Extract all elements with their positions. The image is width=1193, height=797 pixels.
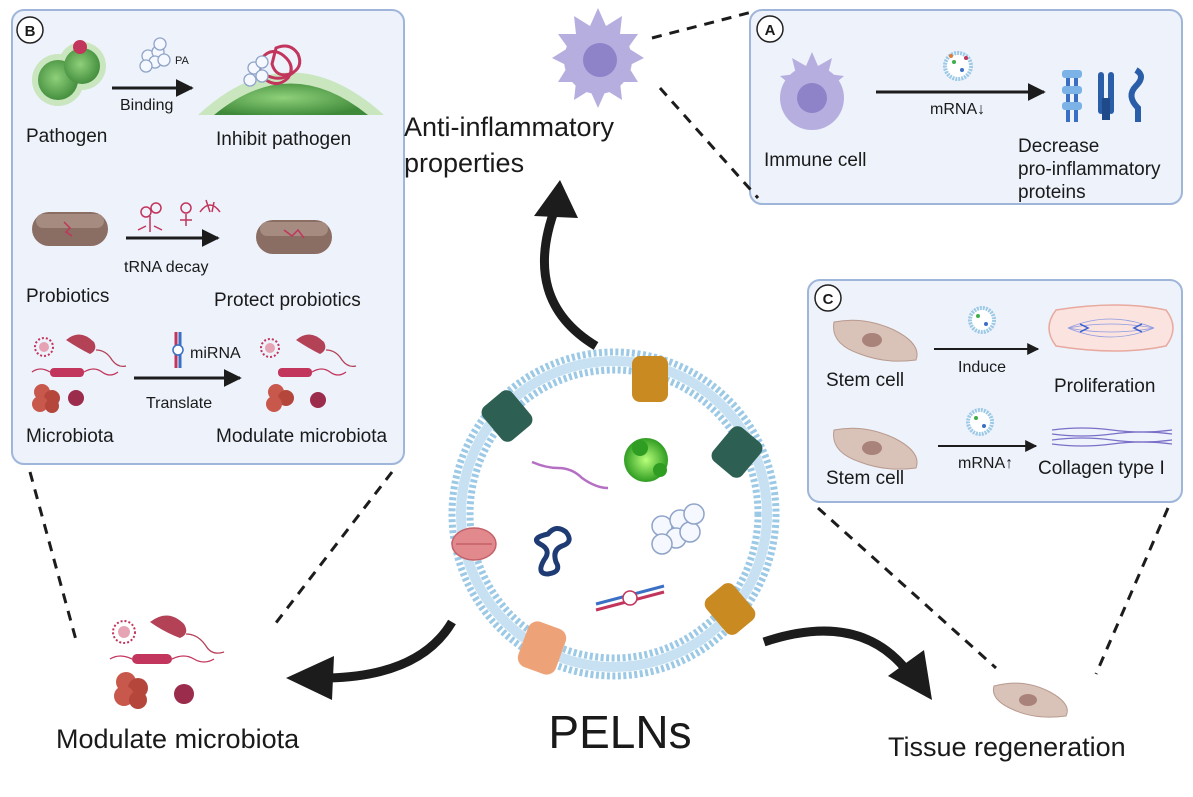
green-protein-icon	[624, 438, 668, 482]
dna-coil-icon	[534, 526, 572, 577]
panel-b: B Pathogen PA Binding	[11, 9, 405, 465]
collagen-icon	[1051, 427, 1173, 447]
membrane-protein-pink	[451, 527, 497, 561]
rna-strand-icon	[531, 460, 609, 490]
peln-vesicle-icon	[448, 348, 780, 680]
pelns-label: PELNs	[548, 706, 691, 758]
binding-label: Binding	[120, 97, 173, 114]
trna-decay-label: tRNA decay	[124, 259, 208, 276]
panel-a: A Immune cell mRNA↓ Decrease pro-inflamm…	[749, 9, 1183, 205]
collagen-label: Collagen type I	[1038, 458, 1165, 479]
pathogen-label: Pathogen	[26, 126, 107, 147]
immune-cell-large-icon	[552, 8, 644, 108]
panel-c-badge	[814, 284, 842, 312]
induce-label: Induce	[958, 359, 1006, 376]
stem-cell-icon-1	[833, 319, 918, 362]
dashed-connectors	[28, 10, 1170, 675]
mrna-down-label: mRNA↓	[930, 101, 985, 118]
microbiota-icon	[31, 334, 127, 413]
stem-cell-bottom-icon	[992, 682, 1068, 718]
vesicle-icon-a	[943, 51, 973, 81]
membrane-protein-gold-1	[632, 356, 668, 402]
microbiota-label: Microbiota	[26, 426, 114, 447]
decrease-label: Decrease	[1018, 136, 1099, 157]
modulate-microbiota-panel-label: Modulate microbiota	[216, 426, 388, 447]
trna-icon	[137, 199, 221, 232]
anti-inflammatory-arrow	[540, 204, 599, 350]
immune-cell-label: Immune cell	[764, 150, 866, 171]
stem-cell-2-label: Stem cell	[826, 468, 904, 489]
protected-probiotic-icon	[256, 220, 332, 254]
probiotic-icon	[32, 212, 108, 246]
modulated-microbiota-icon	[260, 334, 357, 412]
panel-a-badge-label: A	[765, 22, 776, 39]
tissue-arrow	[762, 626, 912, 675]
modulate-arrowhead	[286, 656, 334, 700]
mrna-up-label: mRNA↑	[958, 455, 1013, 472]
immune-cell-small-icon	[780, 52, 844, 130]
lipid-cluster-icon	[651, 503, 705, 555]
inhibit-pathogen-label: Inhibit pathogen	[216, 129, 351, 150]
panel-b-badge-label: B	[25, 23, 36, 40]
membrane-protein-gold-2	[704, 583, 756, 635]
modulate-microbiota-label: Modulate microbiota	[56, 724, 300, 754]
proliferation-label: Proliferation	[1054, 376, 1155, 397]
panel-c-badge-label: C	[823, 291, 834, 308]
anti-inflammatory-arrowhead	[534, 180, 578, 218]
panel-b-badge	[16, 16, 44, 44]
stem-cell-1-label: Stem cell	[826, 370, 904, 391]
protect-probiotics-label: Protect probiotics	[214, 290, 361, 311]
proliferation-icon	[1048, 304, 1174, 352]
mirna-label: miRNA	[190, 345, 241, 362]
panel-c: C Stem cell Induce Proliferation Stem ce	[807, 279, 1183, 503]
pa-vesicle-icon	[139, 37, 171, 73]
tissue-regeneration-label: Tissue regeneration	[888, 732, 1126, 762]
modulate-arrow	[327, 619, 456, 683]
panel-a-badge	[756, 15, 784, 43]
membrane-protein-teal-2	[711, 426, 763, 478]
microbiota-bottom-icon	[109, 615, 225, 709]
vesicle-icon-c2	[966, 408, 994, 436]
pa-label: PA	[175, 55, 190, 67]
membrane-protein-teal-1	[481, 390, 533, 442]
vesicle-icon-c1	[968, 306, 996, 334]
mirna-duplex-icon	[595, 584, 665, 612]
tissue-arrowhead	[888, 650, 932, 700]
inhibited-pathogen-icon	[198, 44, 384, 115]
stem-cell-icon-2	[833, 427, 918, 470]
anti-inflammatory-label-line2: properties	[404, 148, 524, 178]
translate-label: Translate	[146, 395, 212, 412]
pathogen-icon	[32, 40, 106, 106]
mirna-icon	[172, 332, 184, 368]
proteins-label: proteins	[1018, 182, 1086, 203]
pro-inflammatory-protein-icon	[1062, 67, 1144, 122]
probiotics-label: Probiotics	[26, 286, 109, 307]
pro-inflammatory-label: pro-inflammatory	[1018, 159, 1161, 180]
membrane-protein-peach	[517, 621, 567, 675]
anti-inflammatory-label-line1: Anti-inflammatory	[404, 112, 615, 142]
